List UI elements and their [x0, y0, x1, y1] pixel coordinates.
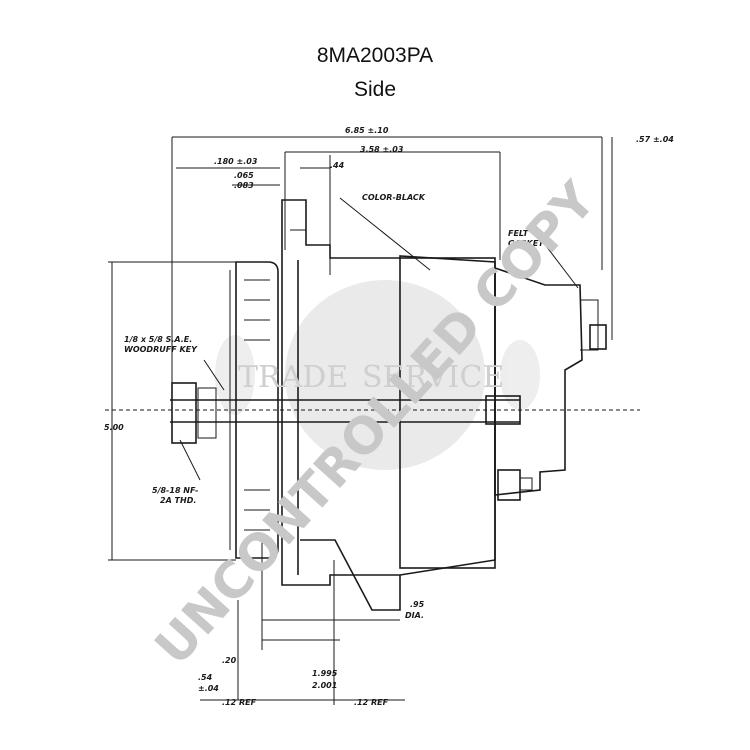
- bottom-54-label: .54: [198, 673, 213, 682]
- felt-callout: FELT: [508, 229, 529, 238]
- foot-height-sub-label: DIA.: [405, 611, 424, 620]
- color-callout: COLOR-BLACK: [362, 193, 426, 202]
- part-number-title: 8MA2003PA: [316, 44, 434, 67]
- thread-callout-2: 2A THD.: [160, 496, 196, 505]
- color-leader: [339, 197, 431, 271]
- bottom-54-tol-label: ±.04: [198, 684, 219, 693]
- right-top-dim-label: .57 ±.04: [636, 135, 674, 144]
- shaft-nut: [171, 382, 197, 444]
- gasket-callout: GASKET: [508, 239, 544, 248]
- height-label: 5.00: [104, 423, 124, 432]
- overall-length-label: 6.85 ±.10: [345, 126, 389, 135]
- thread-callout-1: 5/8-18 NF-: [152, 486, 198, 495]
- foot-height-label: .95: [410, 600, 425, 609]
- bottom-20-label: .20: [222, 656, 237, 665]
- battery-terminal: [497, 469, 533, 501]
- ref-left-label: .12 REF: [222, 698, 257, 707]
- view-subtitle: Side: [353, 78, 397, 101]
- rear-housing: [494, 266, 583, 496]
- key-callout-1: 1/8 x 5/8 S.A.E.: [124, 335, 192, 344]
- dim-180-label: .180 ±.03: [214, 157, 258, 166]
- rear-bearing-nut: [485, 395, 521, 425]
- body-length-label: 3.58 ±.03: [360, 145, 404, 154]
- watermark-trade: TRADE: [238, 360, 348, 395]
- key-callout-2: WOODRUFF KEY: [124, 345, 198, 354]
- dim-44-label: .44: [330, 161, 345, 170]
- bottom-1995-label: 1.995: [312, 669, 338, 678]
- dim-083-label: .083: [234, 181, 254, 190]
- front-housing: [281, 199, 496, 586]
- uncontrolled-copy-stamp: UNCONTROLLED COPY: [144, 170, 607, 676]
- ref-right-label: .12 REF: [354, 698, 389, 707]
- mounting-foot: [300, 539, 401, 611]
- dim-065-label: .065: [234, 171, 254, 180]
- bottom-2001-label: 2.001: [312, 681, 337, 690]
- watermark-service: SERVICE: [362, 360, 504, 395]
- rear-terminal: [589, 324, 607, 350]
- pulley: [235, 261, 279, 559]
